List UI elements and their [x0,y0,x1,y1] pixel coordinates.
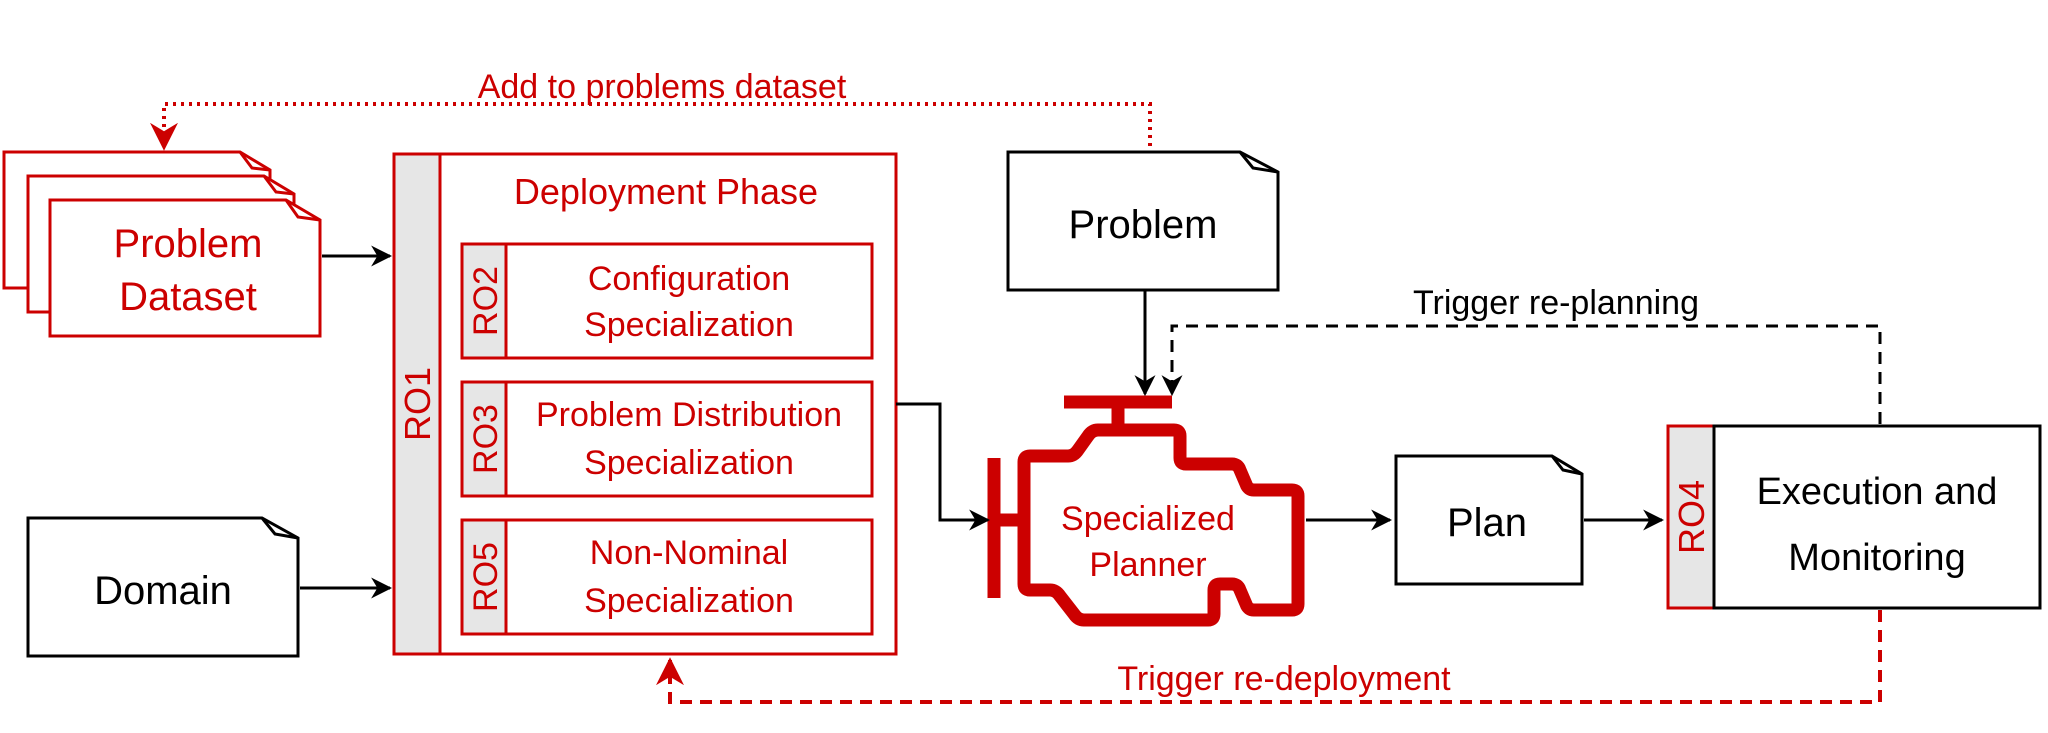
ro5-tag-band [460,518,508,636]
trigger-redeployment-label: Trigger re-deployment [1117,660,1451,698]
non-nominal-specialization-label-1: Non-Nominal [590,534,788,572]
ro1-tag: RO1 [397,367,438,441]
edge-deployment-to-planner [896,402,991,531]
execution-monitoring-node: RO4 Execution and Monitoring [1666,424,2042,610]
edge-trigger-redeployment [656,610,1882,704]
specialized-planner-node: Specialized Planner [987,395,1305,627]
specialized-planner-label-2: Planner [1089,546,1206,584]
configuration-specialization-label-2: Specialization [584,306,794,344]
plan-node: Plan [1394,454,1584,586]
plan-label: Plan [1447,501,1527,545]
engine-icon [987,395,1305,627]
problem-dataset-label-1: Problem [114,222,263,266]
dataset-page-front [48,198,322,338]
problem-label: Problem [1069,203,1218,247]
problem-distribution-specialization-label-2: Specialization [584,444,794,482]
ro3-tag: RO3 [467,404,505,474]
ro2-tag-band [460,242,508,360]
edge-trigger-replanning [1161,324,1882,424]
ro1-side-band [392,152,442,656]
add-to-dataset-label: Add to problems dataset [478,68,847,106]
ro4-tag: RO4 [1671,480,1712,554]
deployment-phase-title: Deployment Phase [514,171,818,212]
problem-dataset-node: Problem Dataset [2,150,322,338]
edge-add-to-dataset [150,102,1152,151]
deployment-phase-container: RO1 Deployment Phase RO2 Configuration S… [392,152,898,656]
ro5-tag: RO5 [467,542,505,612]
trigger-replanning-label: Trigger re-planning [1413,284,1699,322]
configuration-specialization-label-1: Configuration [588,260,790,298]
non-nominal-specialization-box: RO5 Non-Nominal Specialization [460,518,874,636]
ro3-tag-band [460,380,508,498]
domain-node: Domain [26,516,300,658]
ro2-tag: RO2 [467,266,505,336]
problem-distribution-specialization-label-1: Problem Distribution [536,396,842,434]
execution-monitoring-label-1: Execution and [1757,471,1998,513]
domain-label: Domain [94,569,232,613]
configuration-specialization-box: RO2 Configuration Specialization [460,242,874,360]
problem-distribution-specialization-box: RO3 Problem Distribution Specialization [460,380,874,498]
specialized-planner-label-1: Specialized [1061,500,1235,538]
execution-monitoring-label-2: Monitoring [1788,537,1965,579]
non-nominal-specialization-label-2: Specialization [584,582,794,620]
ro4-tag-band [1666,424,1716,610]
problem-node: Problem [1006,150,1280,292]
execution-monitoring-box [1712,424,2042,610]
problem-dataset-label-2: Dataset [119,275,257,319]
